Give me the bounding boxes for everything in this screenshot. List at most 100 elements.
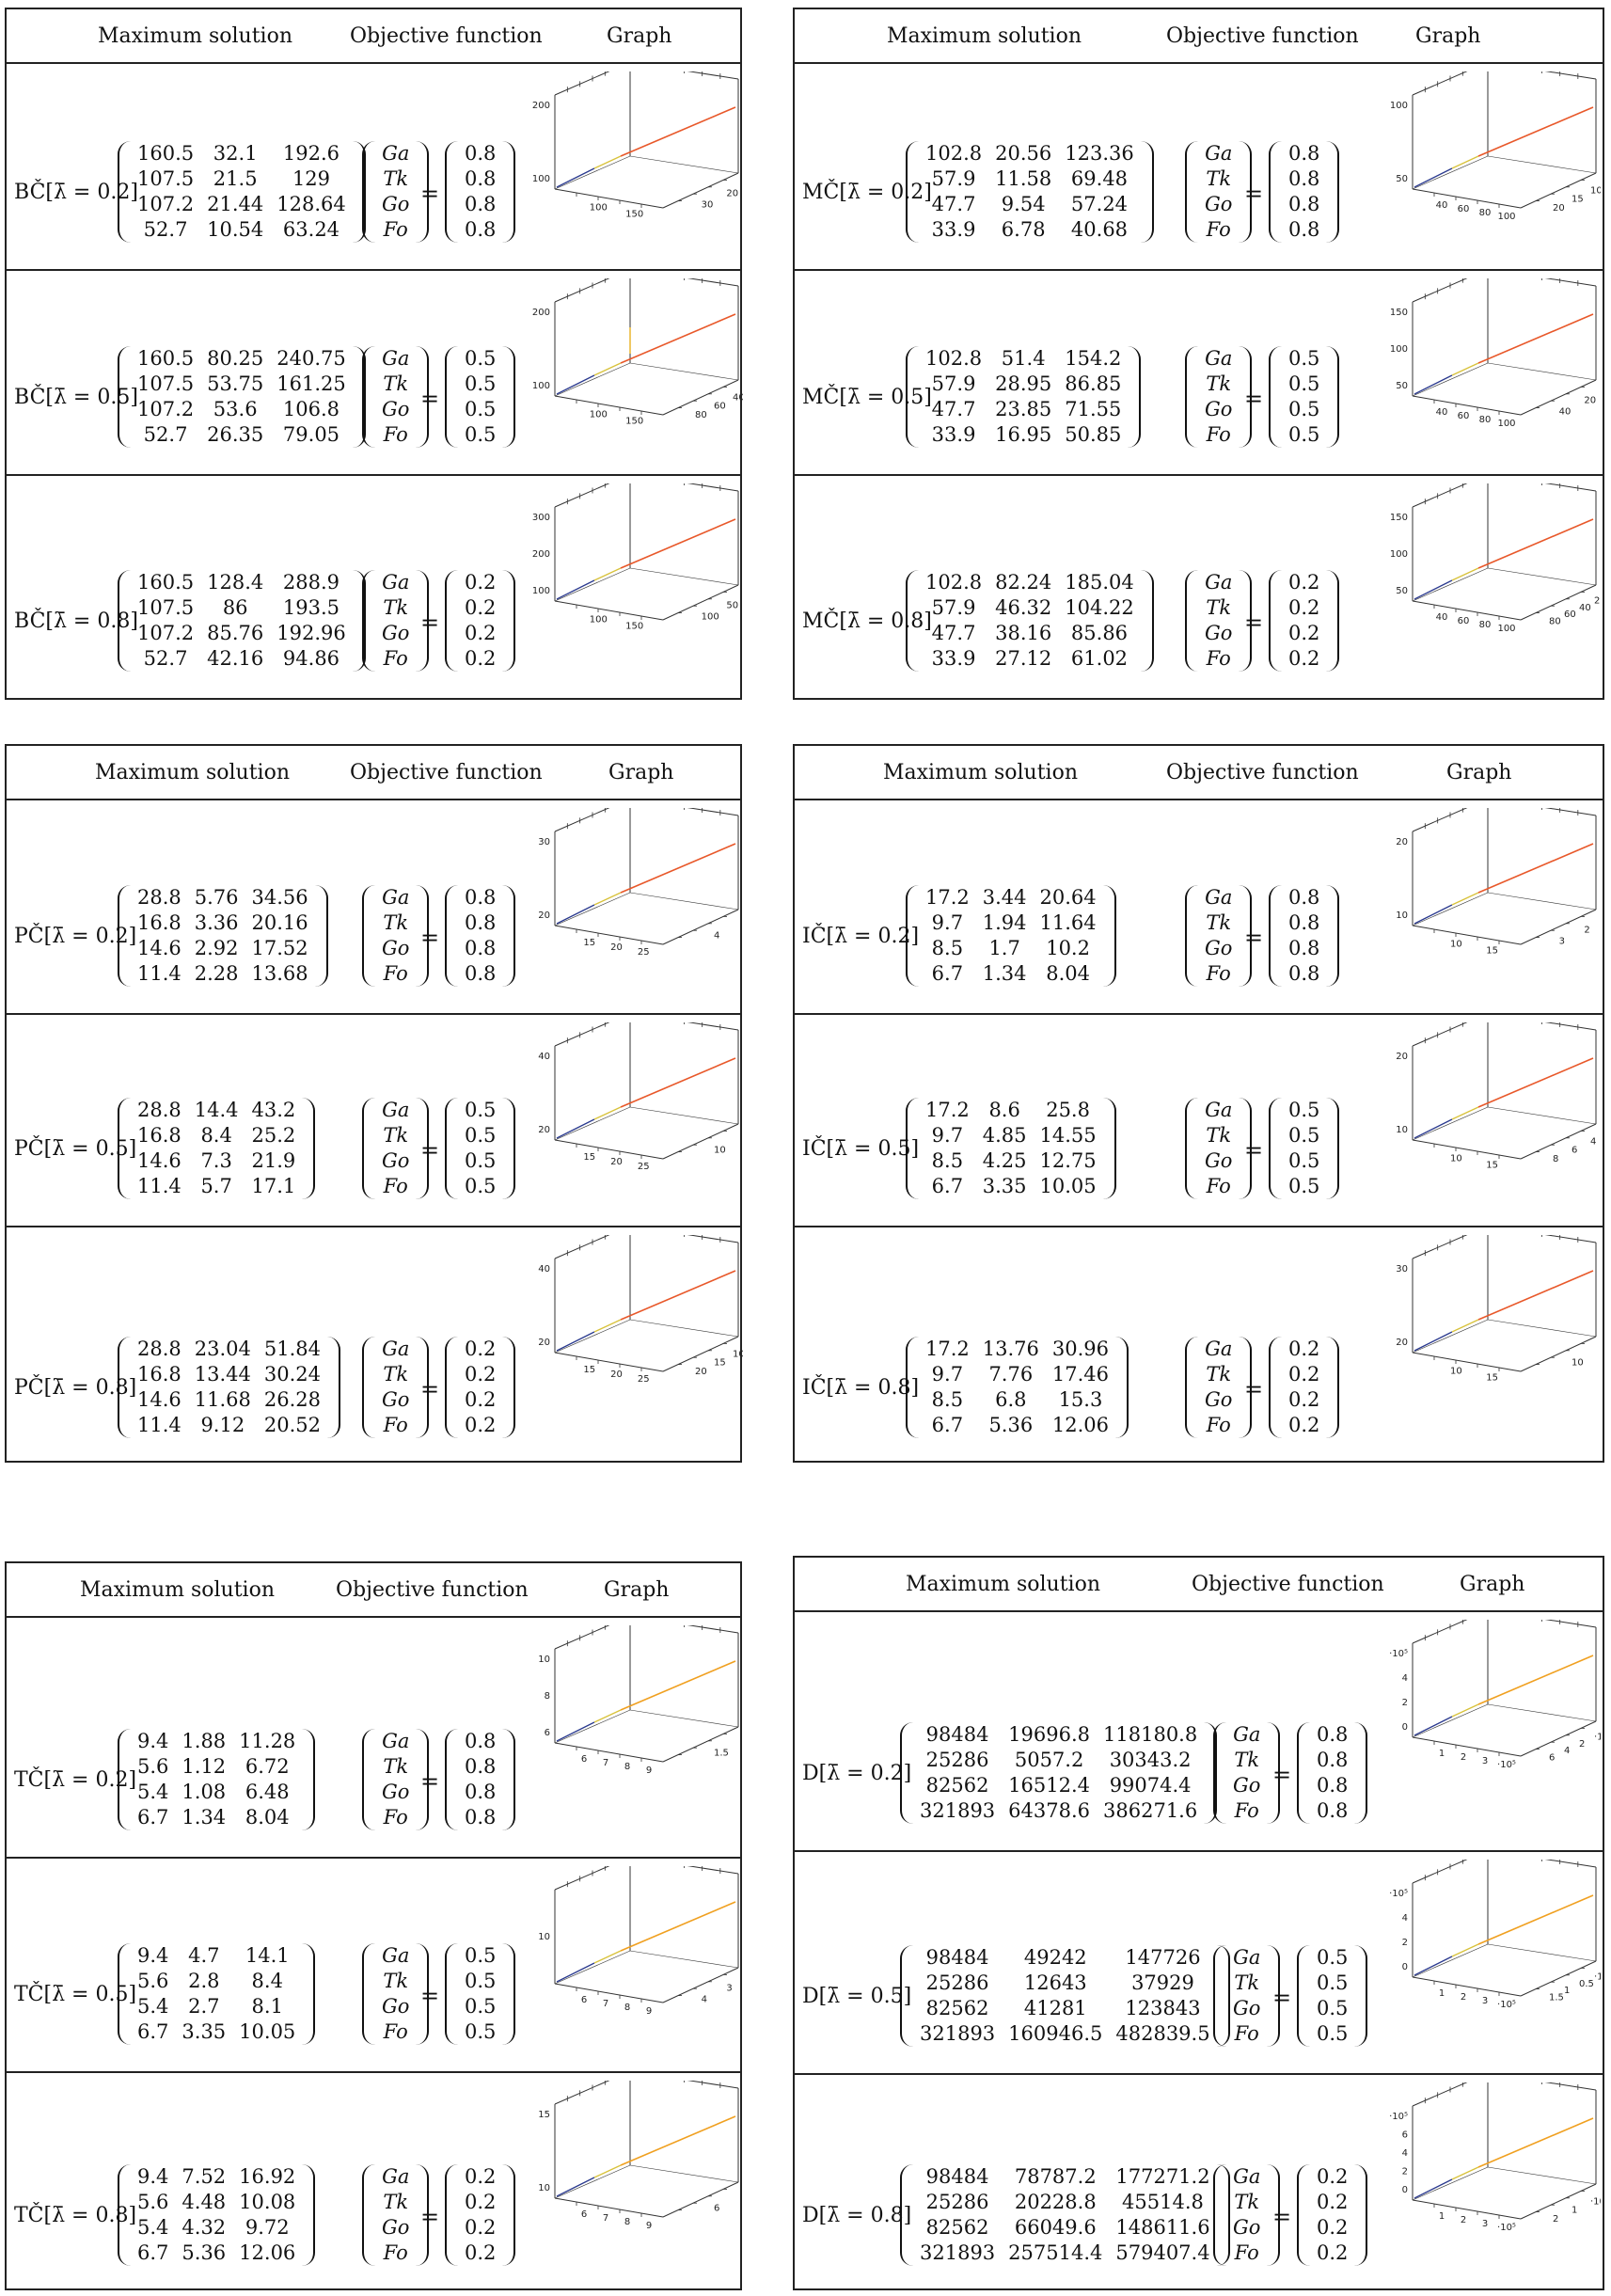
matrix-cell: 47.7: [931, 398, 976, 420]
axis-edge: [1412, 483, 1468, 508]
matrix-cell: 0.2: [1288, 1414, 1320, 1436]
matrix-row: 0.2: [1282, 1362, 1326, 1387]
matrix-row: 0.2: [1282, 646, 1326, 672]
depth-tick-label: 80: [695, 410, 707, 420]
series-line-orange: [1477, 106, 1594, 157]
axis-edge: [554, 1983, 664, 2003]
left-paren: [1269, 1337, 1282, 1438]
vertical-tick-label: 2: [1402, 1938, 1408, 1948]
matrix-cell: 11.28: [239, 1730, 296, 1752]
matrix-cell: 30.24: [263, 1363, 322, 1386]
matrix-cell: 0.8: [1288, 886, 1320, 909]
matrix-cell: 0.5: [1288, 1175, 1320, 1197]
matrix-cell: 21.9: [251, 1149, 296, 1172]
left-paren: [900, 1722, 913, 1824]
matrix-cell: 4.85: [982, 1124, 1027, 1147]
matrix-cell: Ga: [1205, 1338, 1233, 1360]
matrix-row: 0.8: [458, 936, 502, 961]
series-line-blue: [1414, 1118, 1453, 1139]
front-tick-label: 10: [1450, 1154, 1462, 1164]
front-tick-label: 80: [1479, 208, 1492, 218]
series-line-yellow: [1451, 155, 1479, 169]
matrix-cell: Go: [382, 2216, 410, 2239]
matrix-row: Fo: [375, 1413, 416, 1438]
row-label: TČ[λ̄ = 0.8]: [14, 2204, 137, 2227]
matrix-row: Go: [1226, 2215, 1267, 2241]
matrix-cell: Ga: [1233, 1723, 1261, 1746]
front-tick-label: 8: [624, 2217, 630, 2227]
left-paren: [118, 885, 131, 987]
depth-tick-label: 3: [726, 1983, 732, 1993]
matrix-cell: 53.75: [207, 372, 264, 395]
matrix-cell: 19696.8: [1008, 1723, 1091, 1746]
matrix-cell: 14.6: [137, 1149, 182, 1172]
series-line-orange: [1477, 1270, 1594, 1321]
matrix-row: Go: [375, 1387, 416, 1413]
series-line-yellow: [593, 567, 622, 581]
series-line-blue: [1414, 1331, 1453, 1352]
matrix-cell: 0.8: [1288, 962, 1320, 985]
matrix-cell: 5.76: [194, 886, 239, 909]
front-tick-label: 25: [638, 1162, 650, 1172]
matrix-cell: Fo: [383, 1175, 408, 1197]
matrix-row: 0.8: [1282, 141, 1326, 166]
front-tick-label: 40: [1436, 407, 1448, 418]
matrix-cell: 0.8: [1317, 1723, 1349, 1746]
matrix-cell: 0.2: [1288, 1363, 1320, 1386]
matrix-row: 0.8: [1310, 1798, 1354, 1824]
matrix-cell: Fo: [1206, 647, 1231, 670]
matrix-cell: 9.72: [245, 2216, 290, 2239]
matrix-row: 0.2: [458, 1413, 502, 1438]
matrix-cell: 0.5: [1288, 1099, 1320, 1121]
depth-tick-label: 20: [695, 1367, 707, 1377]
depth-tick-label: 20: [1553, 203, 1565, 214]
matrix-row: 0.2: [458, 595, 502, 621]
axis-edge: [1412, 395, 1522, 416]
matrix-cell: 17.2: [925, 1099, 970, 1121]
right-paren: [1128, 346, 1142, 448]
left-paren: [900, 1945, 913, 2047]
matrix-cell: 106.8: [282, 398, 340, 420]
depth-tick-label: 50: [726, 600, 738, 610]
front-tick-label: 100: [590, 410, 608, 420]
depth-tick-label: 0.5: [1579, 1979, 1594, 1989]
left-paren: [362, 2164, 375, 2266]
vertical-tick-label: 100: [1390, 549, 1408, 560]
matrix-cell: 118180.8: [1103, 1723, 1198, 1746]
header-graph: Graph: [1460, 1573, 1525, 1596]
axis-edge: [662, 909, 739, 945]
vertical-tick-label: 100: [532, 586, 550, 596]
vertical-tick-label: 10: [538, 1655, 550, 1665]
matrix-cell: 16.8: [137, 911, 182, 934]
matrix-cell: 10.54: [207, 218, 264, 241]
matrix-cell: Fo: [383, 1806, 408, 1829]
right-paren: [416, 1943, 430, 2045]
front-tick-label: 3: [1482, 1996, 1488, 2006]
matrix-cell: 52.7: [143, 647, 188, 670]
matrix-cell: 25.2: [251, 1124, 296, 1147]
matrix-cell: Fo: [1234, 2241, 1259, 2264]
header-objective-function: Objective function: [1166, 761, 1359, 784]
matrix-cell: 57.9: [931, 167, 976, 190]
axis-edge: [1412, 1319, 1489, 1354]
matrix-row: Go: [375, 1148, 416, 1174]
